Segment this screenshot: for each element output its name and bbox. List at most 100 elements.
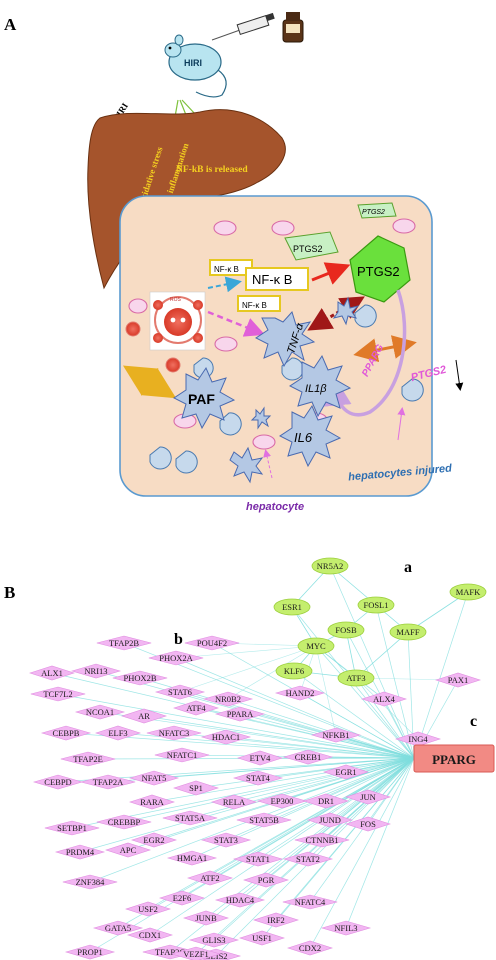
network-edge <box>355 631 409 679</box>
gene-node-znf384: ZNF384 <box>62 874 118 890</box>
svg-text:TFAP2C: TFAP2C <box>155 947 185 957</box>
svg-text:TFAP2A: TFAP2A <box>93 777 124 787</box>
svg-text:CEBPB: CEBPB <box>53 728 80 738</box>
ros-illustration: ROS <box>125 291 206 373</box>
gene-node-atf4: ATF4 <box>173 700 219 716</box>
svg-text:GATA5: GATA5 <box>105 923 131 933</box>
gene-node-etv4: ETV4 <box>237 750 283 766</box>
svg-text:NFKB1: NFKB1 <box>323 730 350 740</box>
ptgs2-big-label: PTGS2 <box>357 264 400 279</box>
network-edge <box>195 757 415 789</box>
svg-text:CTNNB1: CTNNB1 <box>305 835 338 845</box>
svg-text:EGR2: EGR2 <box>143 835 164 845</box>
svg-text:ATF3: ATF3 <box>346 673 365 683</box>
svg-text:TFAP2E: TFAP2E <box>73 754 103 764</box>
network-edge <box>315 645 415 759</box>
gene-node-nfat5: NFAT5 <box>128 770 180 786</box>
gene-node-nfatc4: NFATC4 <box>282 894 338 910</box>
network-edge <box>225 736 415 759</box>
gene-node-maff: MAFF <box>389 623 427 641</box>
svg-text:ELF3: ELF3 <box>108 728 127 738</box>
gene-node-stat3: STAT3 <box>200 832 252 848</box>
cluster-b-label: b <box>174 631 183 648</box>
gene-node-cebpd: CEBPD <box>32 774 84 790</box>
network-edge <box>123 757 415 823</box>
liver-text-nfkb-released: NF-kB is released <box>176 165 248 175</box>
network-edge <box>309 757 415 949</box>
il1b-label: IL1β <box>305 383 327 395</box>
il6-label: IL6 <box>294 430 313 445</box>
network-edge <box>355 677 419 740</box>
svg-text:E2F6: E2F6 <box>173 893 191 903</box>
gene-node-myc: MYC <box>297 637 335 655</box>
svg-text:DR1: DR1 <box>318 796 334 806</box>
gene-node-pgr: PGR <box>243 872 289 888</box>
gene-node-fosb: FOSB <box>327 621 365 639</box>
gene-node-ctnnb1: CTNNB1 <box>294 832 350 848</box>
svg-text:MYC: MYC <box>306 641 326 651</box>
gene-node-nfatc3: NFATC3 <box>146 725 202 741</box>
network-edge <box>413 591 469 759</box>
network-edge <box>257 757 415 860</box>
svg-text:PGR: PGR <box>258 875 275 885</box>
ptgs2-big-shape <box>349 235 411 303</box>
svg-text:JUND: JUND <box>319 815 341 825</box>
svg-text:STAT3: STAT3 <box>214 835 238 845</box>
paf-star <box>173 366 236 430</box>
gene-node-stat6: STAT6 <box>154 684 206 700</box>
nfkb-big-label: NF-κ B <box>252 272 292 287</box>
svg-text:MAFF: MAFF <box>396 627 419 637</box>
gene-node-usf2: USF2 <box>125 901 171 917</box>
svg-text:TFAP2B: TFAP2B <box>109 638 139 648</box>
gene-node-mafk: MAFK <box>449 583 487 601</box>
ptgs2-to-il1b-curve <box>323 289 407 417</box>
gene-node-sp1: SP1 <box>173 780 219 796</box>
gene-node-atf3: ATF3 <box>337 669 375 687</box>
gene-node-cdx2: CDX2 <box>287 940 333 956</box>
gene-node-stat5a: STAT5A <box>162 810 218 826</box>
gene-node-jun: JUN <box>345 789 391 805</box>
network-edge <box>263 757 415 821</box>
small-star-3 <box>250 406 272 430</box>
svg-text:PAX1: PAX1 <box>448 675 468 685</box>
network-edge <box>175 645 317 659</box>
svg-text:STAT5A: STAT5A <box>175 813 206 823</box>
hepatocyte-pointer-arrow <box>263 449 273 479</box>
ptgs2-tiny-shape <box>357 202 397 219</box>
ptgs2-small-shape <box>284 231 339 261</box>
svg-text:CDX2: CDX2 <box>299 943 321 953</box>
svg-text:PHOX2B: PHOX2B <box>123 673 156 683</box>
small-star-1 <box>332 296 360 326</box>
svg-text:CREB1: CREB1 <box>295 752 321 762</box>
rat-label: HIRI <box>184 58 202 68</box>
network-edge <box>261 757 415 939</box>
paf-label: PAF <box>188 391 215 407</box>
gene-node-dr1: DR1 <box>303 793 349 809</box>
svg-text:ESR1: ESR1 <box>282 602 302 612</box>
gene-node-atf2: ATF2 <box>187 870 233 886</box>
svg-text:KLF6: KLF6 <box>284 666 304 676</box>
gene-node-nri13: NRI13 <box>70 663 122 679</box>
network-edge <box>315 645 337 736</box>
svg-text:POU4F2: POU4F2 <box>197 638 227 648</box>
svg-text:PRDM4: PRDM4 <box>66 847 95 857</box>
gene-node-usf1: USF1 <box>239 930 285 946</box>
svg-text:AR: AR <box>138 711 150 721</box>
nfkb-to-ptgs2-arrow <box>311 262 351 285</box>
gene-node-cebpb: CEBPB <box>40 725 92 741</box>
svg-text:NRI13: NRI13 <box>84 666 107 676</box>
hepatocyte-label: hepatocyte <box>246 501 304 513</box>
gene-node-esr1: ESR1 <box>273 598 311 616</box>
svg-text:NR5A2: NR5A2 <box>317 561 343 571</box>
network-edge <box>143 715 415 759</box>
ptgs2-tiny-label: PTGS2 <box>362 209 385 216</box>
gene-node-ar: AR <box>121 708 167 724</box>
pparg-ptgs2-double-arrow <box>353 335 417 363</box>
gene-node-ing4: ING4 <box>395 731 441 747</box>
gene-node-tcf7l2: TCF7L2 <box>30 686 86 702</box>
svg-text:NFATC1: NFATC1 <box>167 750 198 760</box>
svg-text:ETV4: ETV4 <box>250 753 272 763</box>
gene-node-rara: RARA <box>129 794 175 810</box>
network-edge <box>149 757 415 936</box>
